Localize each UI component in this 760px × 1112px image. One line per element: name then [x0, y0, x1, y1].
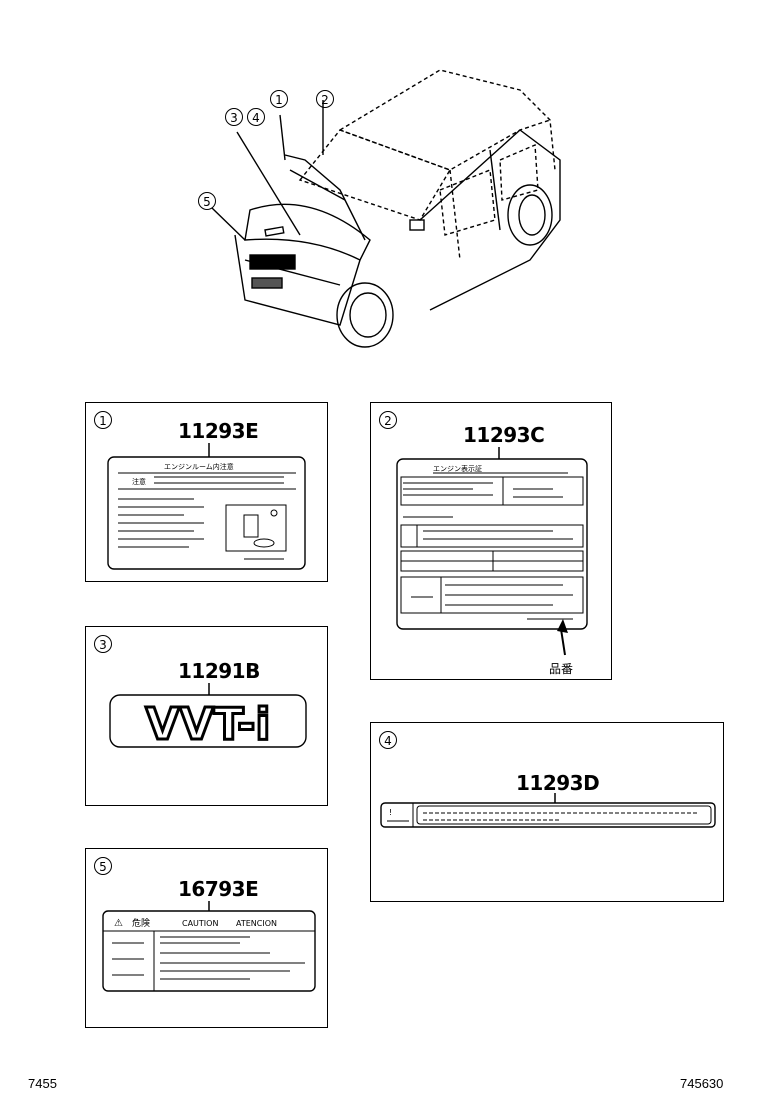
- panel-4-index: 4: [379, 731, 397, 749]
- panel-3-index: 3: [94, 635, 112, 653]
- panel-4: 4 11293D !: [370, 722, 724, 902]
- vehicle-illustration: 1 2 3 4 5: [190, 60, 570, 360]
- label-2-arrow-caption: 品番: [549, 662, 573, 676]
- panel-3: 3 11291B VVT-i: [85, 626, 328, 806]
- vvt-i-emblem-text: VVT-i: [146, 699, 271, 750]
- callout-5: 5: [198, 192, 216, 210]
- panel-2-part-number: 11293C: [463, 423, 545, 447]
- label-16793E: ⚠ 危険 CAUTION ATENCION: [102, 901, 316, 992]
- vehicle-drawing: [211, 69, 561, 348]
- label-11293E: エンジンルーム内注意 注意: [107, 443, 306, 570]
- panel-5: 5 16793E ⚠ 危険 CAUTION ATENCION: [85, 848, 328, 1028]
- panel-3-part-number: 11291B: [178, 659, 260, 683]
- label-5-word-1: 危険: [132, 917, 150, 929]
- svg-text:!: !: [389, 808, 392, 817]
- label-2-title: エンジン表示証: [433, 464, 482, 473]
- callout-1: 1: [270, 90, 288, 108]
- label-5-word-3: ATENCION: [236, 919, 277, 928]
- panel-2-index: 2: [379, 411, 397, 429]
- callout-3: 3: [225, 108, 243, 126]
- svg-text:⚠: ⚠: [114, 918, 123, 929]
- panel-1-part-number: 11293E: [178, 419, 259, 443]
- callout-2: 2: [316, 90, 334, 108]
- panel-2: 2 11293C エンジン表示証 品番: [370, 402, 612, 680]
- label-11293D: !: [380, 793, 716, 828]
- panel-4-part-number: 11293D: [516, 771, 600, 795]
- panel-1-index: 1: [94, 411, 112, 429]
- label-5-word-2: CAUTION: [182, 919, 218, 928]
- panel-1: 1 11293E エンジンルーム内注意 注意: [85, 402, 328, 582]
- panel-5-part-number: 16793E: [178, 877, 259, 901]
- footer-right-code: 745630: [680, 1076, 724, 1091]
- label-1-title: エンジンルーム内注意: [164, 462, 234, 471]
- panel-5-index: 5: [94, 857, 112, 875]
- callout-4: 4: [247, 108, 265, 126]
- footer-left-code: 7455: [28, 1076, 57, 1091]
- label-1-tag: 注意: [132, 477, 146, 486]
- label-11293C: エンジン表示証 品番: [396, 447, 588, 676]
- label-11291B: VVT-i: [109, 683, 307, 752]
